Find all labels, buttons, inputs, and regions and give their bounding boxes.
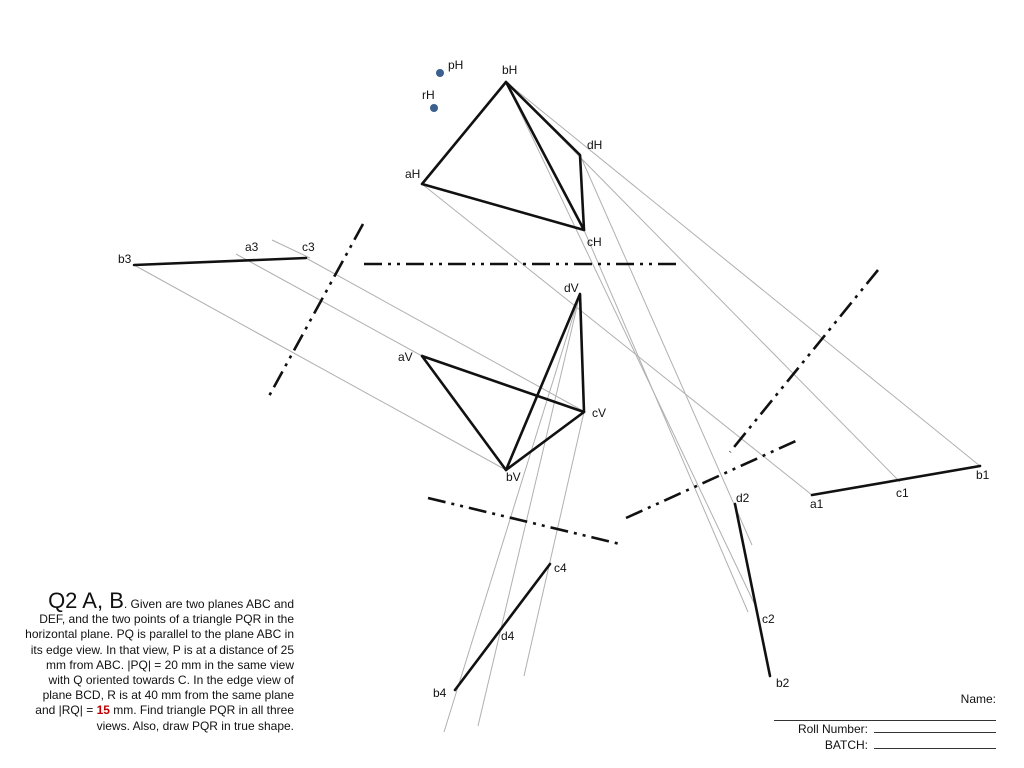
label-b3: b3 — [118, 252, 132, 266]
triangle-front-view — [420, 354, 586, 472]
label-c2: c2 — [762, 612, 775, 626]
problem-statement: Q2 A, B. Given are two planes ABC and DE… — [22, 590, 294, 734]
label-c1: c1 — [896, 486, 909, 500]
question-title: Q2 A, B — [48, 588, 124, 613]
reference-line-24 — [625, 438, 799, 520]
projector-line — [505, 81, 756, 606]
projector-line — [443, 293, 581, 733]
label-d4: d4 — [501, 629, 515, 643]
point-p-marker — [436, 69, 444, 77]
label-bh: bH — [502, 63, 517, 77]
edge-bh-dh-ch — [504, 80, 586, 232]
triangle-top-view — [420, 80, 586, 232]
label-b2: b2 — [776, 676, 790, 690]
projector-line — [421, 183, 813, 496]
batch-label: BATCH: — [824, 738, 868, 752]
label-dv: dV — [564, 281, 579, 295]
name-field[interactable] — [774, 710, 996, 721]
projector-line — [523, 411, 585, 677]
label-ah: aH — [405, 167, 420, 181]
reference-line-h3 — [266, 223, 365, 399]
question-text-end: mm. Find triangle PQR in all three views… — [96, 703, 294, 733]
point-labels: pH rH bH dH aH cH b3 a3 c3 dV aV cV bV d… — [118, 58, 990, 700]
label-c4: c4 — [554, 561, 567, 575]
name-label: Name: — [960, 692, 996, 706]
projector-line — [477, 293, 581, 727]
projector-line — [133, 264, 507, 471]
label-av: aV — [398, 350, 413, 364]
reference-line-v2 — [427, 496, 621, 546]
projector-line — [505, 81, 981, 467]
label-ph: pH — [448, 58, 463, 72]
label-dh: dH — [587, 138, 602, 152]
edge-bv-dv-cv — [504, 292, 586, 472]
label-ch: cH — [587, 235, 602, 249]
reference-line-h1 — [728, 269, 880, 453]
projector-line — [583, 229, 749, 613]
batch-row: BATCH: — [756, 737, 996, 754]
label-rh: rH — [422, 88, 435, 102]
roll-number-label: Roll Number: — [797, 721, 868, 736]
point-r-marker — [430, 104, 438, 112]
label-c3: c3 — [302, 240, 315, 254]
edge-view-aux3 — [132, 256, 308, 267]
question-text: . Given are two planes ABC and DEF, and … — [25, 597, 294, 718]
edge-view-aux1 — [810, 464, 982, 497]
projector-lines — [133, 81, 981, 733]
reference-lines — [266, 223, 880, 546]
student-info-form: Name: Roll Number: BATCH: — [756, 692, 996, 754]
object-edges — [132, 80, 982, 692]
projector-line — [271, 239, 311, 259]
edge-c4-b4 — [453, 562, 552, 692]
label-b4: b4 — [433, 686, 447, 700]
roll-number-row: Roll Number: — [756, 721, 996, 738]
projector-line — [235, 253, 423, 357]
batch-field[interactable] — [874, 737, 996, 749]
projector-line — [305, 257, 586, 413]
label-a3: a3 — [245, 240, 259, 254]
label-a1: a1 — [810, 497, 824, 511]
roll-number-field[interactable] — [874, 721, 996, 733]
edge-d2-b2 — [733, 502, 772, 678]
label-d2: d2 — [736, 491, 750, 505]
question-highlight-value: 15 — [96, 703, 110, 718]
projector-line — [579, 154, 753, 546]
label-b1: b1 — [976, 468, 990, 482]
label-bv: bV — [506, 470, 521, 484]
projector-line — [505, 81, 901, 483]
label-cv: cV — [592, 406, 606, 420]
